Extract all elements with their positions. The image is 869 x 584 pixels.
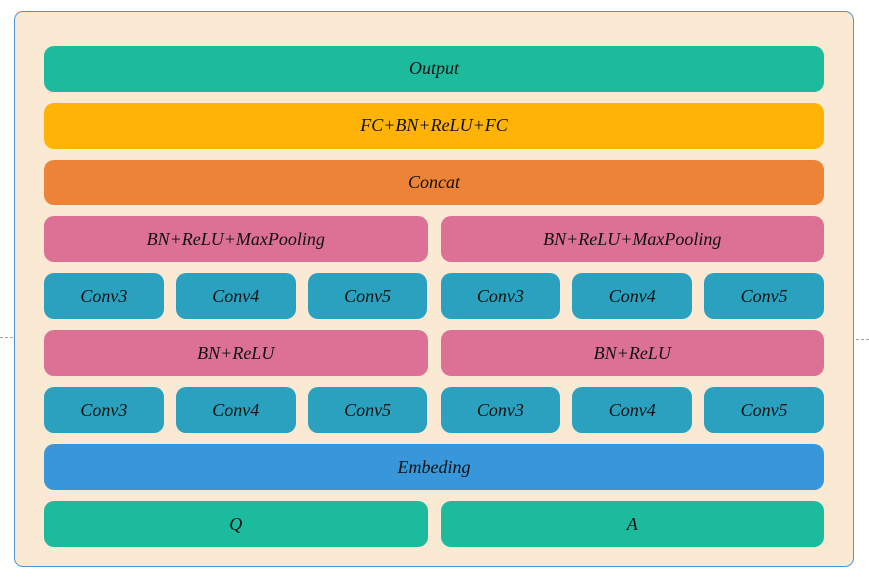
bn-relu-row: BN+ReLU BN+ReLU	[44, 330, 824, 377]
diagram-canvas: Output FC+BN+ReLU+FC Concat BN+ReLU+MaxP…	[14, 11, 854, 567]
layer-maxpool-right: BN+ReLU+MaxPooling	[440, 216, 824, 263]
conv-group-top-left: Conv3 Conv4 Conv5	[44, 273, 428, 320]
conv4-bottom-left: Conv4	[175, 387, 296, 434]
input-a: A	[440, 501, 824, 547]
layer-fc-bn-relu-fc: FC+BN+ReLU+FC	[44, 102, 824, 149]
layer-output: Output	[44, 46, 824, 92]
conv3-bottom-right: Conv3	[440, 387, 561, 434]
conv4-top-right: Conv4	[572, 273, 693, 320]
conv-group-bottom-left: Conv3 Conv4 Conv5	[44, 387, 428, 434]
maxpool-row: BN+ReLU+MaxPooling BN+ReLU+MaxPooling	[44, 216, 824, 263]
conv-group-bottom-right: Conv3 Conv4 Conv5	[440, 387, 825, 434]
conv-group-top-right: Conv3 Conv4 Conv5	[440, 273, 825, 320]
input-q: Q	[44, 501, 428, 547]
layer-concat: Concat	[44, 159, 824, 206]
conv5-top-right: Conv5	[704, 273, 824, 320]
conv3-bottom-left: Conv3	[44, 387, 164, 434]
conv-row-bottom: Conv3 Conv4 Conv5 Conv3 Conv4 Conv5	[44, 387, 825, 434]
conv5-bottom-left: Conv5	[307, 387, 428, 434]
conv-row-top: Conv3 Conv4 Conv5 Conv3 Conv4 Conv5	[44, 273, 825, 320]
layer-bn-relu-right: BN+ReLU	[440, 330, 824, 377]
conv3-top-left: Conv3	[44, 273, 164, 320]
conv5-bottom-right: Conv5	[704, 387, 824, 434]
conv4-bottom-right: Conv4	[572, 387, 693, 434]
conv3-top-right: Conv3	[440, 273, 561, 320]
layer-maxpool-left: BN+ReLU+MaxPooling	[44, 216, 428, 263]
conv4-top-left: Conv4	[175, 273, 296, 320]
left-margin-mark	[0, 337, 13, 338]
right-margin-mark	[856, 339, 869, 340]
input-row: Q A	[44, 501, 824, 547]
layer-bn-relu-left: BN+ReLU	[44, 330, 428, 377]
layer-embedding: Embeding	[44, 444, 824, 490]
conv5-top-left: Conv5	[307, 273, 428, 320]
